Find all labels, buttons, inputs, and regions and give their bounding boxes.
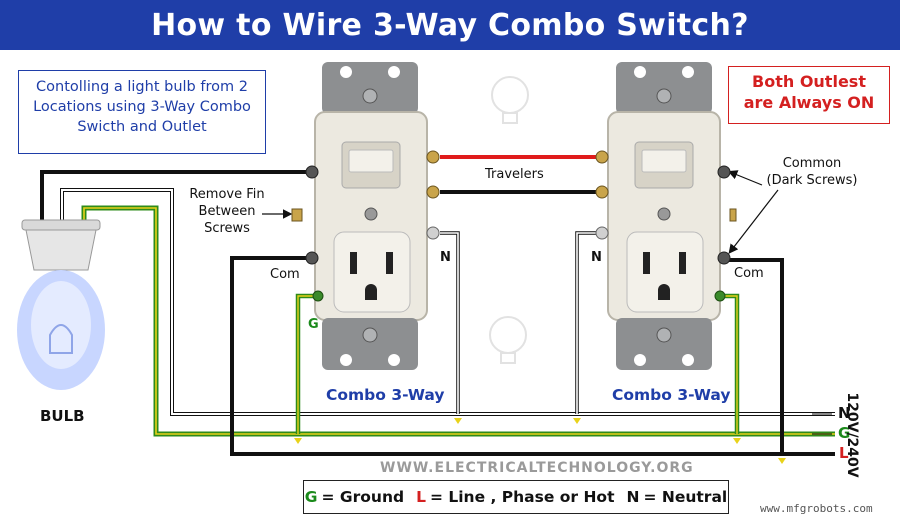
- bulb-label: BULB: [40, 407, 85, 425]
- supply-g-label: G: [838, 424, 851, 442]
- travelers-label: Travelers: [485, 167, 544, 182]
- bulb-icon: [17, 219, 105, 390]
- combo-label-left: Combo 3-Way: [326, 386, 445, 404]
- common-label: Common (Dark Screws): [766, 156, 858, 188]
- legend-n: N: [626, 488, 640, 506]
- legend-g-text: = Ground: [321, 488, 405, 506]
- hot-wire-to-left-switch: [40, 170, 308, 228]
- description-box: Contolling a light bulb from 2 Locations…: [18, 70, 266, 154]
- com-label-right: Com: [734, 266, 764, 281]
- legend-g: G: [304, 488, 318, 506]
- splice-markers: [294, 418, 786, 464]
- legend-n-text: = Neutral: [643, 488, 728, 506]
- common-arrow-1: [727, 170, 763, 186]
- remove-fin-label: Remove Fin Between Screws: [189, 187, 265, 236]
- right-com-wire: [722, 258, 784, 454]
- supply-l-label: L: [839, 444, 849, 462]
- legend-l: L: [416, 488, 426, 506]
- combo-label-right: Combo 3-Way: [612, 386, 731, 404]
- website-text: WWW.ELECTRICALTECHNOLOGY.ORG: [380, 460, 694, 476]
- left-com-wire: [230, 256, 835, 456]
- n-label-left: N: [440, 250, 451, 265]
- legend-box: G = Ground L = Line , Phase or Hot N = N…: [303, 480, 729, 514]
- left-combo-device: [291, 62, 440, 370]
- voltage-label: 120V/240V: [844, 392, 860, 478]
- outlet-note-box: Both Outlest are Always ON: [728, 66, 890, 124]
- title-banner: How to Wire 3-Way Combo Switch?: [0, 0, 900, 50]
- credit-text: www.mfgrobots.com: [760, 502, 873, 515]
- supply-n-label: N: [838, 404, 851, 422]
- voltage-label-box: 120V/240V: [842, 392, 862, 478]
- g-label-left: G: [308, 317, 319, 332]
- page-title: How to Wire 3-Way Combo Switch?: [151, 7, 749, 43]
- right-combo-device: [595, 62, 737, 370]
- com-label-left: Com: [270, 267, 300, 282]
- n-label-right: N: [591, 250, 602, 265]
- legend-l-text: = Line , Phase or Hot: [429, 488, 615, 506]
- watermark-bulb-icon: [489, 76, 529, 364]
- common-arrow-2: [728, 189, 779, 254]
